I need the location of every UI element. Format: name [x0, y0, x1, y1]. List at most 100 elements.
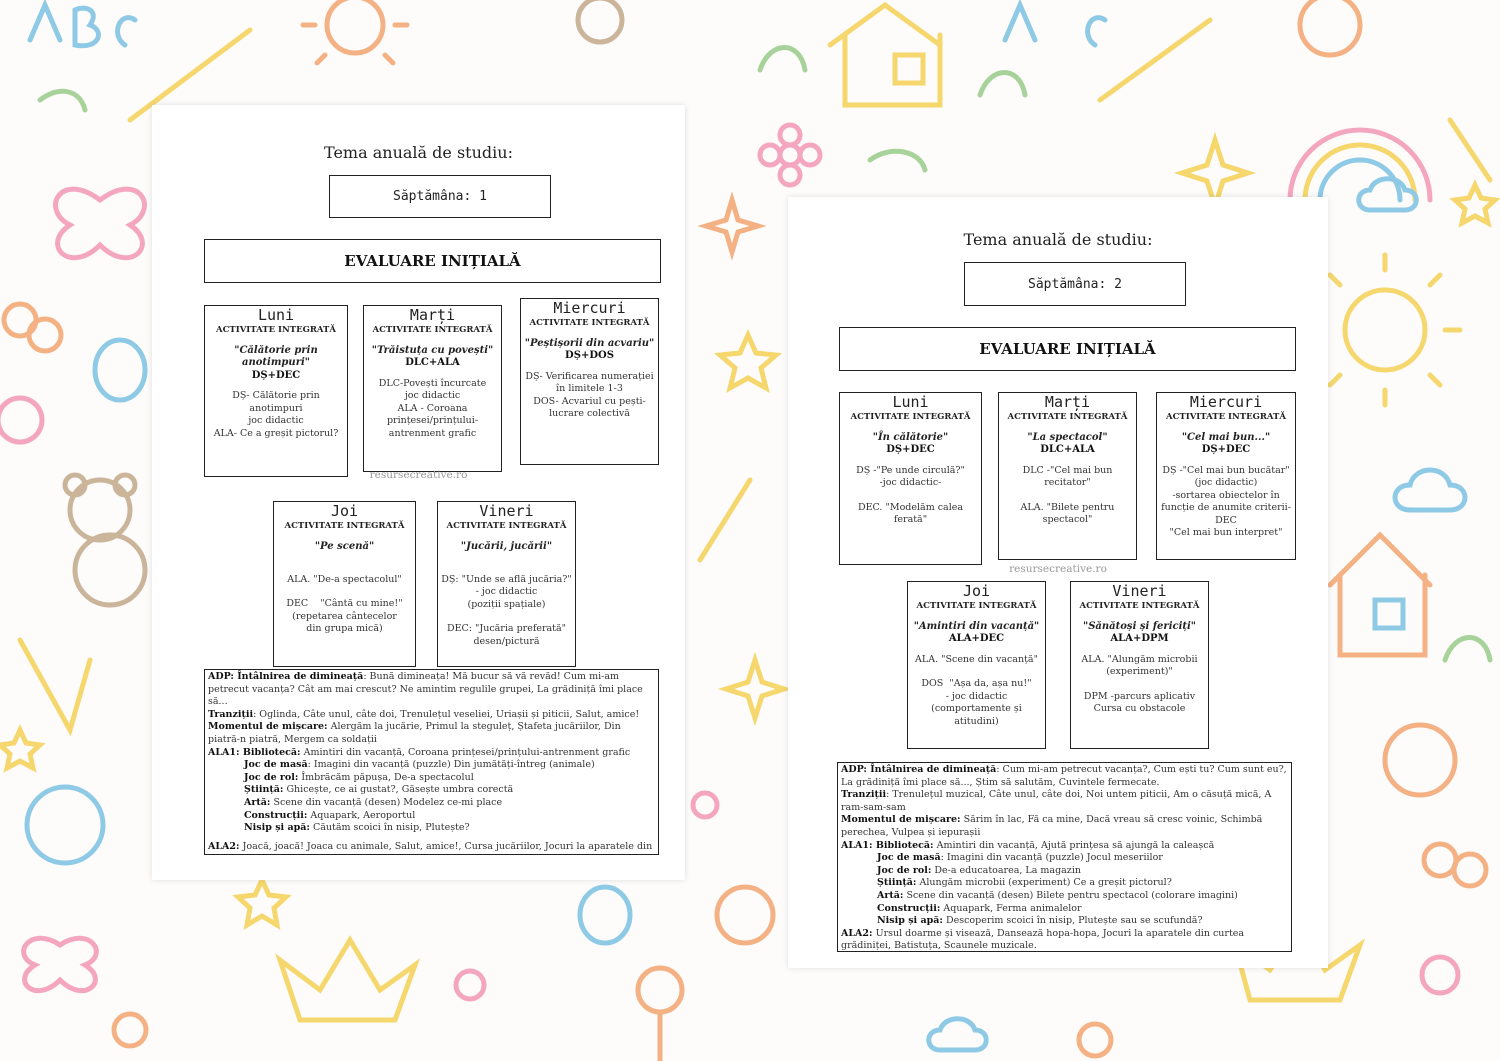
schedule-text: De-a educatoarea, La magazin	[931, 864, 1081, 876]
schedule-text: : Trenulețul muzical, Câte unul, câte do…	[841, 789, 1272, 813]
schedule-row: Construcții: Aquapark, Aeroportul	[208, 810, 655, 823]
schedule-label: ALA1: Bibliotecă:	[841, 839, 934, 851]
activity-description: DEC "Cântă cu mine!" (repetarea cântecel…	[286, 598, 403, 634]
ladybug-icon	[714, 884, 776, 946]
schedule-row: Joc de masă: Imagini din vacanță (puzzle…	[841, 852, 1288, 865]
day-name: Vineri	[1112, 582, 1167, 600]
activity-theme: "La spectacol"	[1027, 431, 1108, 443]
activity-description: DPM -parcurs aplicativ Cursa cu obstacol…	[1083, 690, 1196, 715]
schedule-row: Știință: Alungăm microbii (experiment) C…	[841, 877, 1288, 890]
schedule-row: ADP: Întâlnirea de dimineață: Bună dimin…	[208, 671, 655, 709]
activity-theme: "Amintiri din vacanță"	[913, 620, 1040, 632]
activity-description: ALA. "Alungăm microbii (experiment)"	[1081, 653, 1198, 678]
activity-code: DȘ+DEC	[251, 369, 301, 381]
activity-theme: "În călătorie"	[872, 431, 949, 443]
schedule-row: ALA2: Ursul doarme și visează, Dansează …	[841, 927, 1288, 952]
activity-code: DLC+ALA	[1040, 444, 1095, 455]
schedule-text: Ursul doarme și visează, Dansează hopa-h…	[841, 927, 1245, 952]
activity-description: DEC. "Modelăm calea ferată"	[857, 501, 964, 526]
spacer	[274, 553, 415, 566]
schedule-text: : Oglinda, Câte unul, câte doi, Trenuleț…	[253, 708, 640, 720]
activity-type: ACTIVITATE INTEGRATĂ	[529, 318, 650, 328]
schedule-row: Artă: Scene din vacanță (desen) Modelez …	[208, 797, 655, 810]
watermark: resursecreative.ro	[369, 469, 468, 481]
schedule-text: Amintiri din vacanță, Ajută prințesa să …	[933, 839, 1215, 851]
activity-description: DȘ -"Cel mai bun bucătar" (joc didactic)…	[1161, 464, 1291, 539]
schedule-row: Joc de masă: Imagini din vacanță (puzzle…	[208, 759, 655, 772]
day-name: Vineri	[479, 502, 534, 520]
schedule-row: Momentul de mișcare: Alergăm la jucărie,…	[208, 721, 655, 746]
activity-theme: "Cel mai bun..."	[1181, 431, 1271, 443]
candy-icon	[92, 337, 633, 946]
activity-type: ACTIVITATE INTEGRATĂ	[284, 521, 405, 531]
apple-icon	[1382, 722, 1458, 798]
schedule-text: Sărim în lac, Fă ca mine, Dacă vreau să …	[841, 814, 1263, 838]
schedule-label: Știință:	[877, 877, 917, 889]
cloud-icon	[926, 176, 1468, 1053]
activity-description: ALA. "Scene din vacanță"	[915, 653, 1038, 665]
schedule-label: Momentul de mișcare:	[208, 721, 328, 733]
schedule-text: : Imagini din vacanță (puzzle) Jocul mes…	[940, 852, 1163, 864]
annual-theme-title: Tema anuală de studiu:	[963, 230, 1153, 249]
activity-type: ACTIVITATE INTEGRATĂ	[916, 601, 1037, 611]
activity-description: DȘ- Călătorie prin anotimpuri joc didact…	[213, 390, 339, 439]
schedule-row: Știință: Ghicește, ce ai gustat?, Găseșt…	[208, 784, 655, 797]
schedule-text: Aquapark, Aeroportul	[307, 809, 416, 821]
schedule-row: Construcții: Aquapark, Ferma animalelor	[841, 903, 1288, 916]
schedule-label: Construcții:	[244, 809, 308, 821]
activity-theme: "Sănătoși și fericiți"	[1082, 620, 1197, 632]
activity-type: ACTIVITATE INTEGRATĂ	[850, 412, 971, 422]
day-name: Joi	[962, 582, 991, 600]
activity-code: ALA+DPM	[1110, 633, 1169, 644]
daily-schedule-box: ADP: Întâlnirea de dimineață: Bună dimin…	[204, 669, 659, 855]
schedule-row: Tranziții: Oglinda, Câte unul, câte doi,…	[208, 709, 655, 722]
schedule-text: : Bună dimineața! Mă bucur să vă revăd! …	[208, 671, 643, 708]
schedule-text: Scene din vacanță (desen) Bilete pentru …	[903, 889, 1238, 901]
schedule-label: Joc de rol:	[244, 771, 299, 783]
lollipop-icon	[635, 965, 685, 1061]
sun-icon	[1297, 0, 1363, 58]
schedule-text: Alergăm la jucărie, Primul la steguleț, …	[208, 721, 621, 745]
schedule-row: Nisip și apă: Căutăm scoici în nisip, Pl…	[208, 822, 655, 835]
leaf-icon	[37, 45, 1493, 663]
house-icon	[1327, 531, 1433, 658]
cherry-icon	[1, 301, 1489, 1059]
globe-icon	[24, 784, 106, 866]
schedule-row: ALA2: Joacă, joacă! Joaca cu animale, Sa…	[208, 840, 655, 854]
schedule-row: Artă: Scene din vacanță (desen) Bilete p…	[841, 890, 1288, 903]
day-name: Marți	[409, 306, 456, 324]
activity-theme: "Trăistuța cu povești"	[371, 344, 494, 356]
schedule-label: Joc de masă	[877, 852, 941, 864]
activity-code: DȘ+DOS	[565, 350, 614, 361]
letters-icon	[27, 0, 1108, 49]
activity-theme: "Călătorie prin anotimpuri"	[234, 344, 318, 369]
activity-type: ACTIVITATE INTEGRATĂ	[372, 325, 493, 335]
schedule-label: ADP: Întâlnirea de dimineață	[208, 671, 364, 682]
spacer	[438, 553, 575, 566]
activity-description: DȘ -"Pe unde circulă?" -joc didactic-	[856, 464, 965, 489]
schedule-row: Tranziții: Trenulețul muzical, Câte unul…	[841, 789, 1288, 814]
schedule-label: Joc de masă	[244, 759, 308, 771]
schedule-text: Scene din vacanță (desen) Modelez ce-mi …	[270, 796, 503, 808]
schedule-text: Îmbrăcăm păpușa, De-a spectacolul	[298, 771, 474, 783]
activity-type: ACTIVITATE INTEGRATĂ	[1007, 412, 1128, 422]
schedule-text: : Imagini din vacanță (puzzle) Din jumăt…	[307, 759, 595, 771]
activity-description: ALA. "Bilete pentru spectacol"	[1020, 501, 1115, 526]
schedule-label: Construcții:	[877, 902, 941, 914]
schedule-text: Joacă, joacă! Joaca cu animale, Salut, a…	[208, 840, 653, 854]
schedule-text: Ghicește, ce ai gustat?, Găsește umbra c…	[283, 784, 514, 796]
schedule-label: ALA1: Bibliotecă:	[208, 746, 301, 758]
activity-code: DLC+ALA	[405, 357, 460, 368]
activity-code: DȘ+DEC	[1201, 444, 1251, 455]
